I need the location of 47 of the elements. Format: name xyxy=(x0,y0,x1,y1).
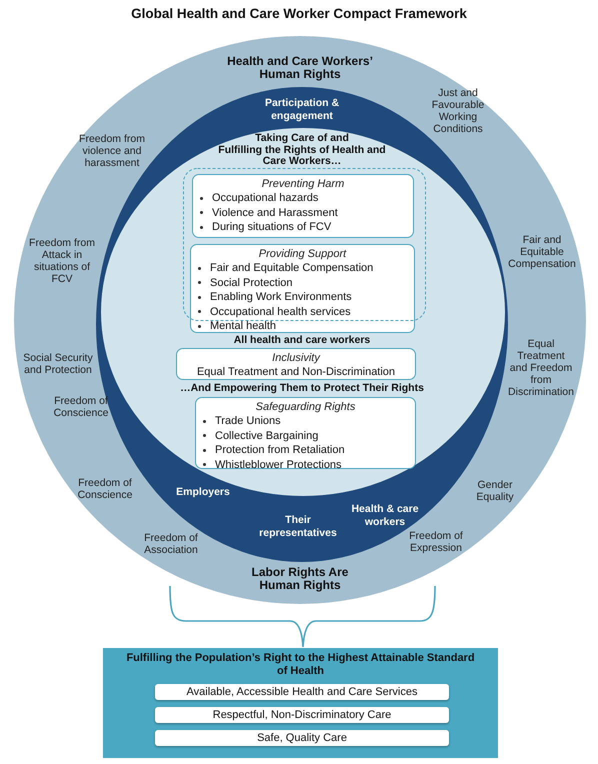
ring-label: Freedom of Expression xyxy=(408,530,464,554)
box-heading: Providing Support xyxy=(258,247,346,261)
section-heading: …And Empowering Them to Protect Their Rights xyxy=(180,383,424,394)
bullet-item: During situations of FCV xyxy=(197,220,332,234)
bullet-item: Occupational health services xyxy=(195,304,351,319)
box-text: Equal Treatment and Non-Discrimination xyxy=(196,365,396,379)
section-heading: All health and care workers xyxy=(234,335,370,346)
box-heading: Inclusivity xyxy=(272,351,320,365)
ring-label: Fair and Equitable Compensation xyxy=(507,234,577,270)
bullet-item: Occupational hazards xyxy=(197,191,318,206)
ring-label: Freedom of Association xyxy=(143,532,199,556)
category-box xyxy=(190,244,415,333)
ring-label: Freedom of Conscience xyxy=(52,395,110,419)
outcome-panel xyxy=(103,648,498,758)
band-label: Employers xyxy=(176,486,230,498)
ring-label: Freedom of Conscience xyxy=(76,477,134,501)
outcome-bar: Respectful, Non-Discriminatory Care xyxy=(155,707,449,723)
diagram-title: Global Health and Care Worker Compact Framework xyxy=(131,6,467,21)
ring-label: Gender Equality xyxy=(475,479,515,503)
panel-heading: Fulfilling the Population’s Right to the Highest Attainable Standard of Health xyxy=(125,652,476,678)
box-heading: Safeguarding Rights xyxy=(256,400,356,414)
section-heading: Taking Care of and Fulfilling the Rights of Health and Care Workers… xyxy=(217,133,387,168)
bullet-item: Fair and Equitable Compensation xyxy=(195,261,374,276)
ring-label: Freedom from violence and harassment xyxy=(78,133,146,169)
ring-label: Social Security and Protection xyxy=(22,352,94,376)
bullet-item: Whistleblower Protections xyxy=(200,458,342,472)
ring-heading: Health and Care Workers’ Human Rights xyxy=(226,55,374,81)
bullet-item: Mental health xyxy=(195,319,276,334)
band-label: Their representatives xyxy=(258,514,338,539)
bullet-item: Protection from Retaliation xyxy=(200,443,345,458)
bullet-item: Enabling Work Environments xyxy=(195,290,352,304)
ring-label: Equal Treatment and Freedom from Discrimination xyxy=(508,338,574,398)
bullet-item: Collective Bargaining xyxy=(200,428,318,443)
category-box xyxy=(195,397,416,469)
outcome-bar: Safe, Quality Care xyxy=(155,730,449,746)
ring-label: Just and Favourable Working Conditions xyxy=(430,87,486,135)
outcome-bar: Available, Accessible Health and Care Services xyxy=(155,684,449,700)
category-box xyxy=(192,174,414,238)
category-box xyxy=(176,348,416,380)
bullet-item: Trade Unions xyxy=(200,414,281,428)
bullet-item: Social Protection xyxy=(195,276,293,290)
ring-heading: Labor Rights Are Human Rights xyxy=(250,566,350,592)
band-label: Participation & engagement xyxy=(264,97,340,122)
box-heading: Preventing Harm xyxy=(262,177,344,191)
ring-label: Freedom from Attack in situations of FCV xyxy=(28,237,96,285)
bullet-item: Violence and Harassment xyxy=(197,206,338,220)
band-label: Health & care workers xyxy=(350,503,420,528)
